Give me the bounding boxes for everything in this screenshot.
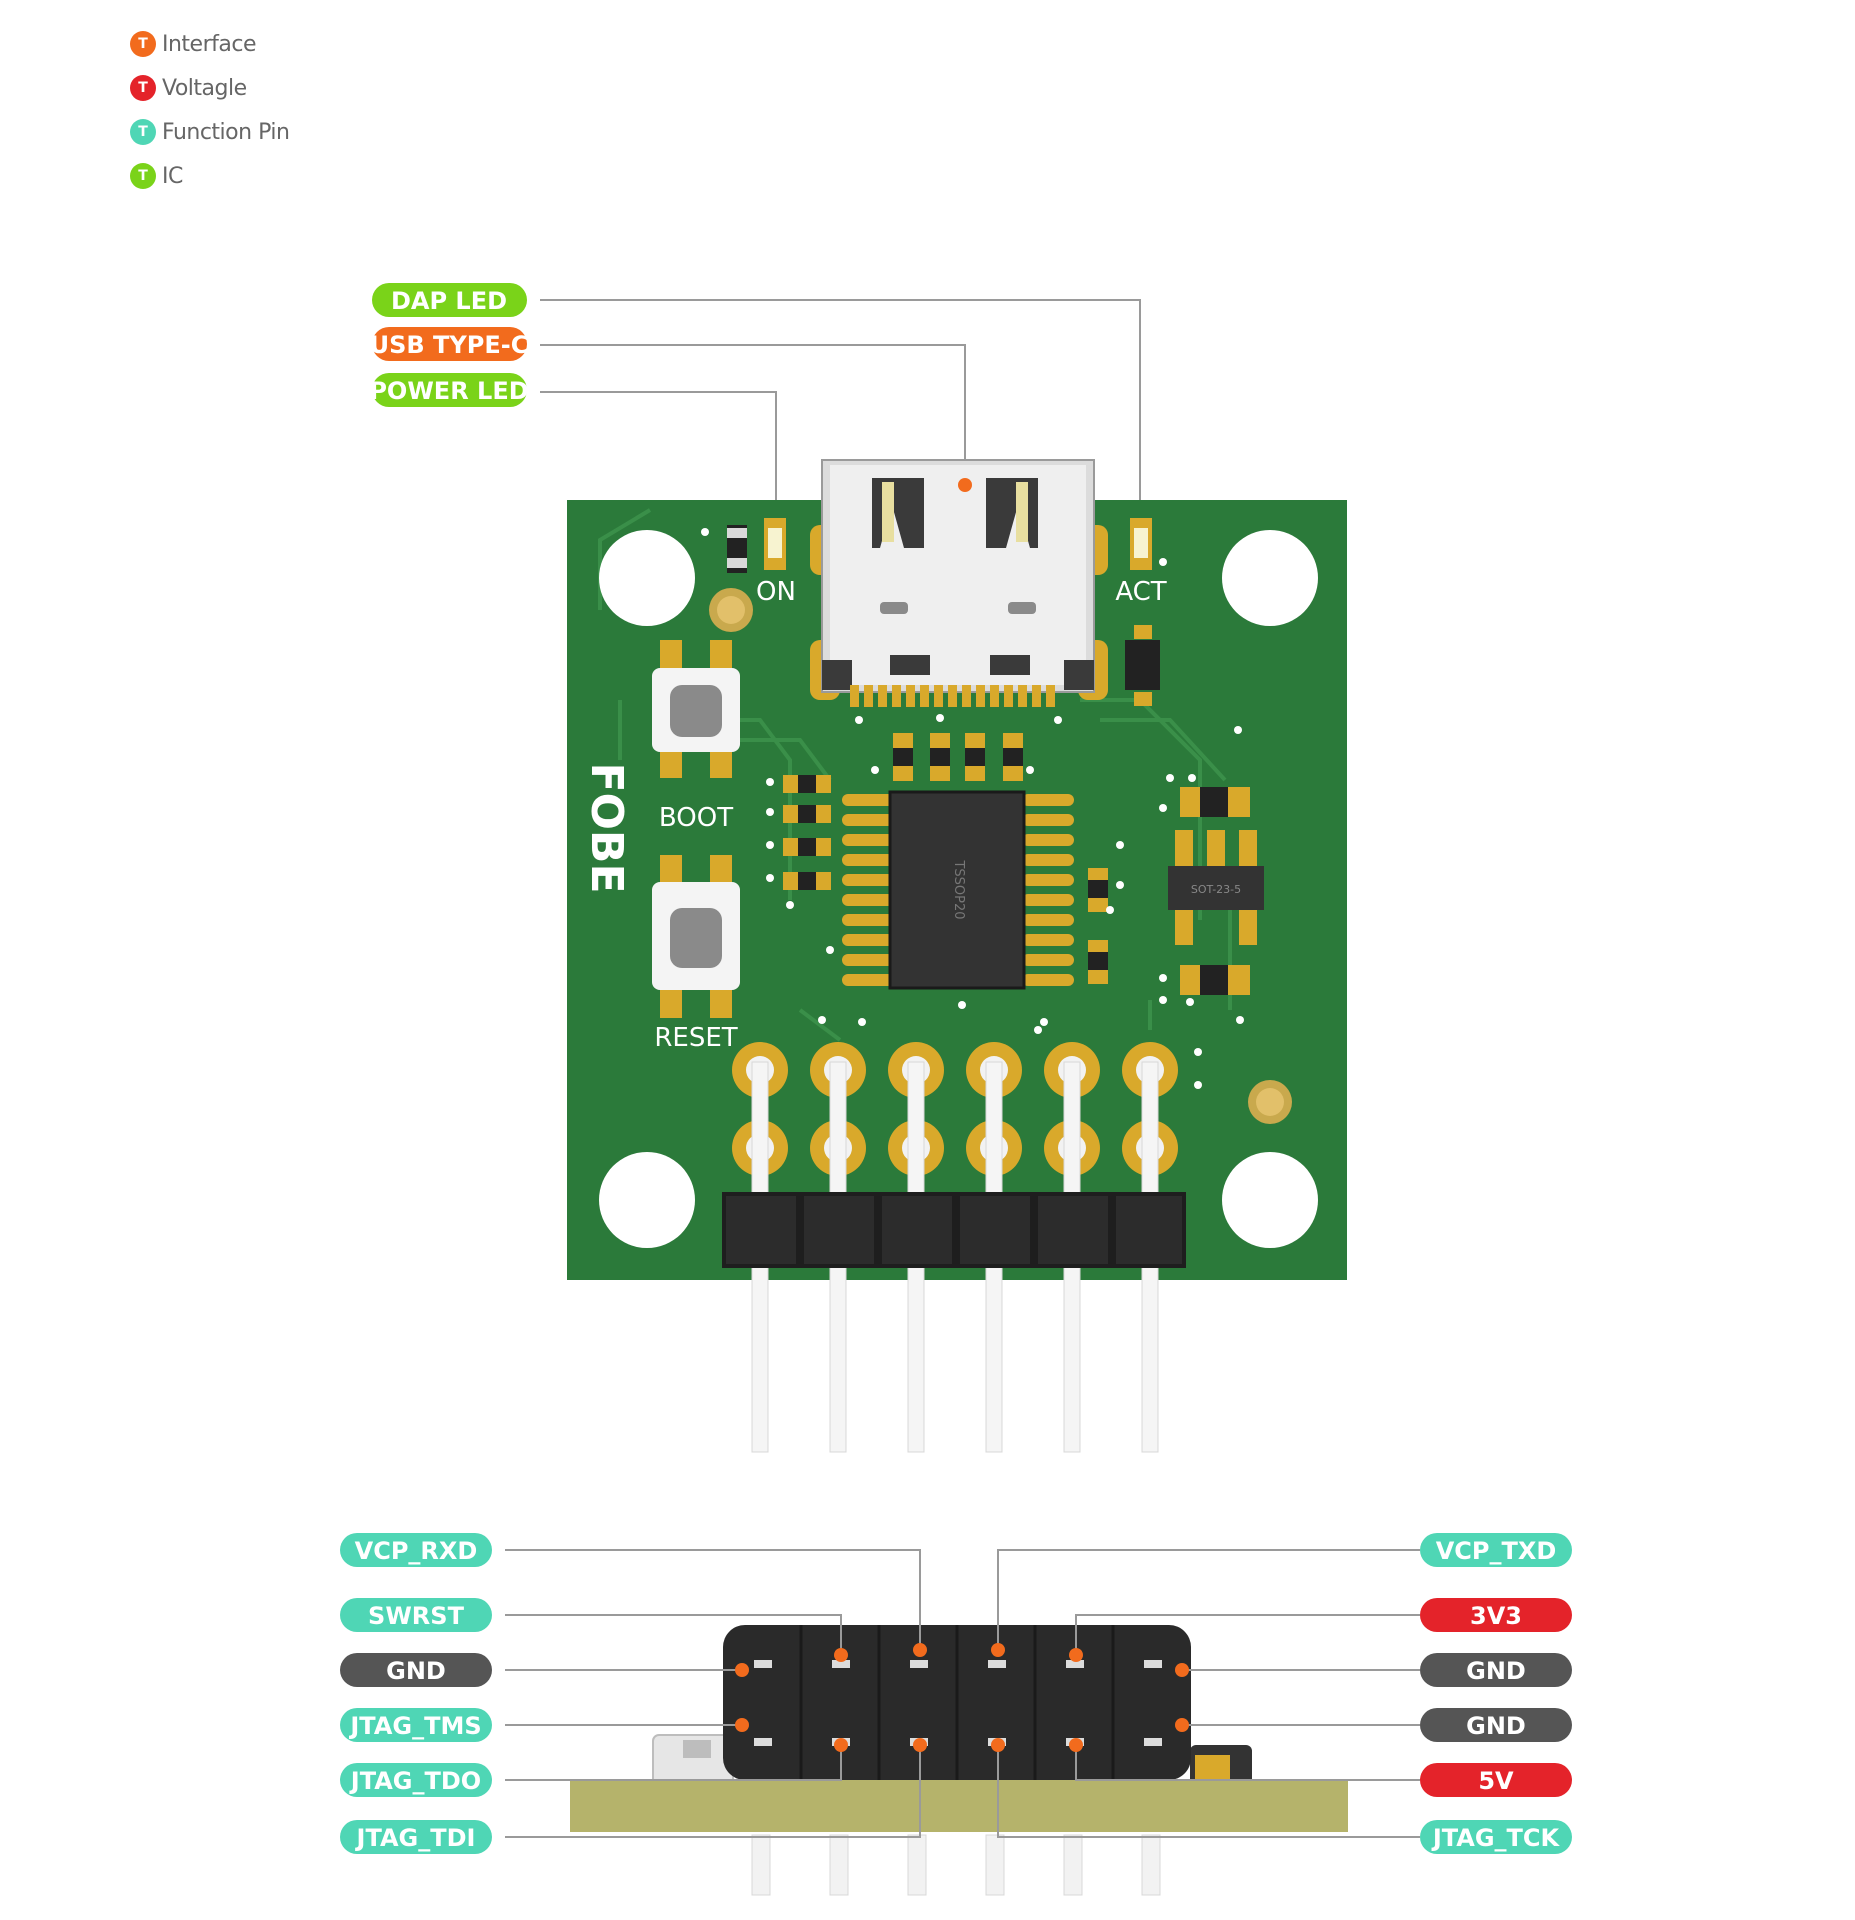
legend-marker: T xyxy=(130,75,156,101)
pin-label: GND xyxy=(386,1657,446,1685)
silk-reset: RESET xyxy=(654,1023,737,1053)
callout-power-led: POWER LED xyxy=(369,373,529,407)
silk-on: ON xyxy=(756,577,796,607)
mounting-hole xyxy=(1222,530,1318,626)
pcb-side-view xyxy=(570,1625,1348,1896)
pin-label: JTAG_TDI xyxy=(355,1824,476,1852)
legend-item-ic: T IC xyxy=(130,154,289,198)
pin-label-gnd-left: GND xyxy=(340,1653,492,1687)
pin-label-gnd-right-b: GND xyxy=(1420,1708,1572,1742)
pin-leaders xyxy=(505,1549,1420,1838)
legend-item-function-pin: T Function Pin xyxy=(130,110,290,154)
legend-label: IC xyxy=(162,163,183,189)
mounting-hole xyxy=(599,1152,695,1248)
silk-boot: BOOT xyxy=(659,803,733,833)
legend-item-voltage: T Voltagle xyxy=(130,66,289,110)
boot-button: BOOT xyxy=(652,640,740,833)
resistor-array xyxy=(893,733,1023,781)
pin-label-vcp-rxd: VCP_RXD xyxy=(340,1533,492,1567)
pin-label: JTAG_TCK xyxy=(1431,1824,1561,1852)
regulator-sot23-5: SOT-23-5 xyxy=(1168,787,1264,995)
pcb-edge xyxy=(570,1780,1348,1832)
pin-label-jtag-tdi: JTAG_TDI xyxy=(340,1820,492,1854)
pin-label: GND xyxy=(1466,1712,1526,1740)
header-body xyxy=(722,1192,1186,1268)
callout-label: USB TYPE-C xyxy=(370,331,529,359)
pin-markers xyxy=(735,1643,1189,1752)
pin-label-vcp-txd: VCP_TXD xyxy=(1420,1533,1572,1567)
silk-act: ACT xyxy=(1115,577,1166,607)
left-passives xyxy=(783,775,831,890)
pin-label: SWRST xyxy=(368,1602,465,1630)
legend-label: Interface xyxy=(162,31,257,57)
dap-led: ACT xyxy=(1115,518,1167,607)
pin-label-5v: 5V xyxy=(1420,1763,1572,1797)
mounting-hole xyxy=(1222,1152,1318,1248)
usb-type-c-connector xyxy=(810,459,1108,707)
pin-label: VCP_TXD xyxy=(1436,1537,1557,1565)
pin-label-jtag-tdo: JTAG_TDO xyxy=(340,1763,492,1797)
pin-label: JTAG_TMS xyxy=(348,1712,481,1740)
legend-item-interface: T Interface xyxy=(130,22,289,66)
legend-marker: T xyxy=(130,119,156,145)
pin-label: 3V3 xyxy=(1470,1602,1522,1630)
pin-label: JTAG_TDO xyxy=(349,1767,481,1795)
diode xyxy=(1125,640,1160,690)
pin-label-jtag-tck: JTAG_TCK xyxy=(1420,1820,1572,1854)
legend-label: Function Pin xyxy=(162,119,290,145)
pin-label-swrst: SWRST xyxy=(340,1598,492,1632)
callout-usb-type-c: USB TYPE-C xyxy=(370,327,529,361)
chip-marking: TSSOP20 xyxy=(951,859,966,919)
pin-label: VCP_RXD xyxy=(355,1537,478,1565)
callout-leaders xyxy=(540,299,1141,525)
pin-label: GND xyxy=(1466,1657,1526,1685)
mounting-hole xyxy=(599,530,695,626)
mcu-tssop20: TSSOP20 xyxy=(842,790,1074,990)
vias xyxy=(701,528,1244,1089)
legend-marker: T xyxy=(130,163,156,189)
pcb-top-view: ON ACT BOOT RESET FOBE xyxy=(567,459,1347,1453)
fobe-logo: FOBE xyxy=(581,762,632,893)
legend-label: Voltagle xyxy=(162,75,247,101)
pin-label-3v3: 3V3 xyxy=(1420,1598,1572,1632)
pin-label-gnd-right-a: GND xyxy=(1420,1653,1572,1687)
regulator-marking: SOT-23-5 xyxy=(1191,883,1241,896)
callout-label: DAP LED xyxy=(391,287,507,315)
power-led: ON xyxy=(727,518,796,607)
usb-callout-marker xyxy=(958,478,972,492)
legend: T Interface T Voltagle T Function Pin T … xyxy=(130,22,290,198)
pin-label-jtag-tms: JTAG_TMS xyxy=(340,1708,492,1742)
callout-label: POWER LED xyxy=(369,377,528,405)
pin-label: 5V xyxy=(1478,1767,1514,1795)
legend-marker: T xyxy=(130,31,156,57)
reset-button: RESET xyxy=(652,855,740,1053)
callout-dap-led: DAP LED xyxy=(372,283,527,317)
